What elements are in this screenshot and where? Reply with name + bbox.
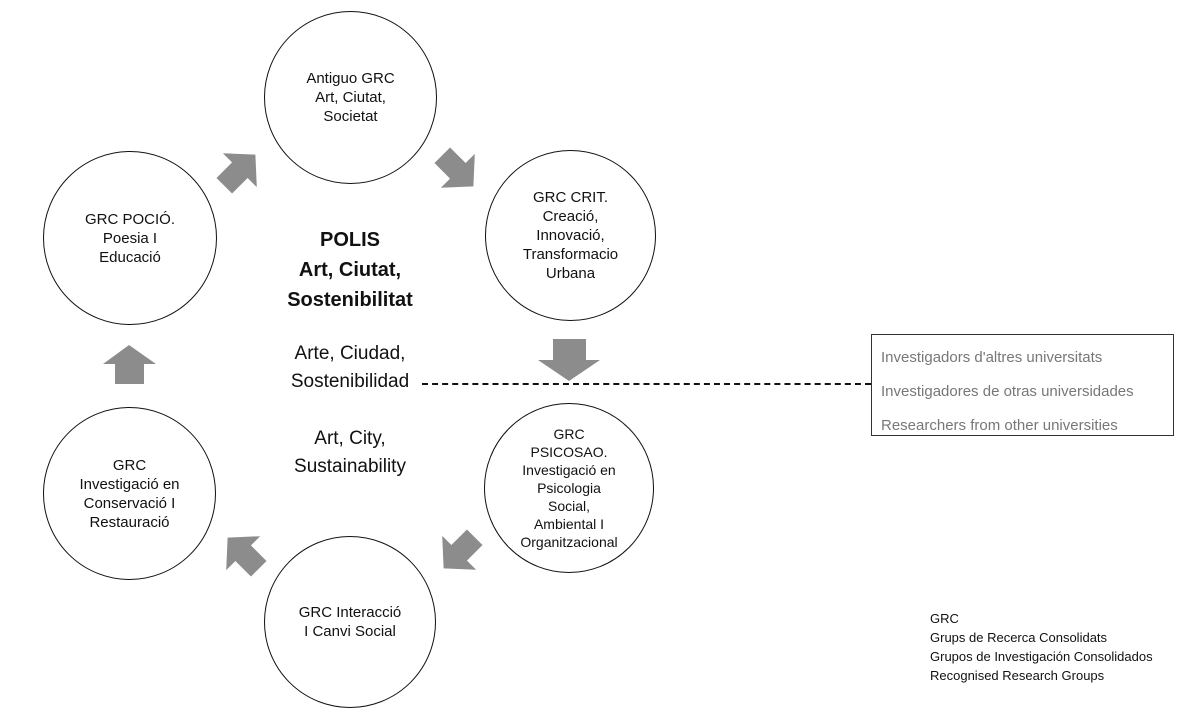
arrow-psicosao-to-interaccio <box>442 529 483 570</box>
circle-grc-interaccio-label: GRC Interacció I Canvi Social <box>298 604 402 640</box>
legend-spanish: Grupos de Investigación Consolidados <box>930 649 1153 664</box>
arrow-interaccio-to-conservacio <box>226 536 267 577</box>
center-spanish: Arte, Ciudad, Sostenibilidad <box>290 343 410 392</box>
circle-grc-pocio-label: GRC POCIÓ. Poesia I Educació <box>84 210 175 266</box>
center-title: POLIS Art, Ciutat, Sostenibilitat <box>287 229 413 311</box>
circle-antiguo-grc-label: Antiguo GRC Art, Ciutat, Societat <box>306 70 395 125</box>
circle-grc-psicosao: GRC PSICOSAO. Investigació en Psicologia… <box>484 403 654 573</box>
circle-grc-pocio: GRC POCIÓ. Poesia I Educació <box>43 151 217 325</box>
circle-grc-interaccio: GRC Interacció I Canvi Social <box>264 536 436 708</box>
circle-grc-psicosao-label: GRC PSICOSAO. Investigació en Psicologia… <box>520 426 618 550</box>
arrow-conservacio-to-pocio <box>103 345 156 384</box>
researchers-spanish: Investigadores de otras universidades <box>881 383 1134 400</box>
grc-legend: GRC Grups de Recerca Consolidats Grupos … <box>930 609 1153 685</box>
arrow-antiguo-to-crit <box>434 147 475 188</box>
arrow-pocio-to-antiguo <box>216 153 257 194</box>
researchers-box: Investigadors d'altres universitats Inve… <box>871 334 1174 436</box>
dashed-connector <box>422 383 871 385</box>
legend-english: Recognised Research Groups <box>930 668 1105 683</box>
circle-grc-conservacio-label: GRC Investigació en Conservació I Restau… <box>79 456 180 531</box>
researchers-catalan: Investigadors d'altres universitats <box>881 349 1103 366</box>
researchers-english: Researchers from other universities <box>881 417 1118 434</box>
arrow-crit-to-psicosao <box>538 339 600 381</box>
circle-grc-crit-label: GRC CRIT. Creació, Innovació, Transforma… <box>522 189 619 282</box>
legend-abbrev: GRC <box>930 611 959 626</box>
circle-grc-crit: GRC CRIT. Creació, Innovació, Transforma… <box>485 150 656 321</box>
circle-grc-conservacio: GRC Investigació en Conservació I Restau… <box>43 407 216 580</box>
center-english: Art, City, Sustainability <box>294 428 406 477</box>
legend-catalan: Grups de Recerca Consolidats <box>930 630 1108 645</box>
circle-antiguo-grc: Antiguo GRC Art, Ciutat, Societat <box>264 11 437 184</box>
